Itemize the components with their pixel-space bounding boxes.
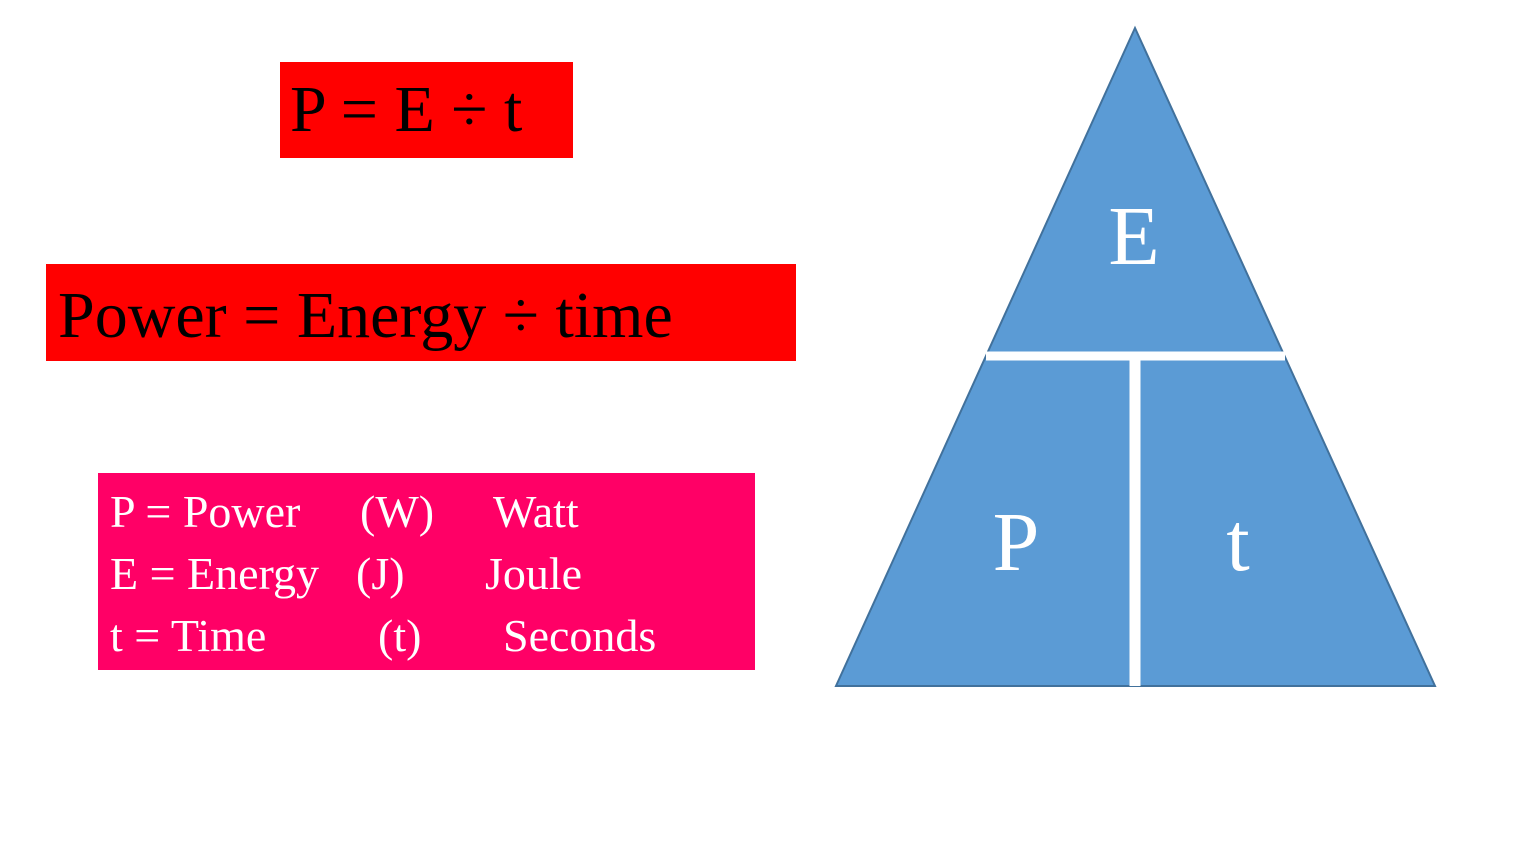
legend-row-energy: E = Energy (J) Joule <box>110 547 755 609</box>
formula-short-box: P = E ÷ t <box>280 62 573 158</box>
formula-short-text: P = E ÷ t <box>290 73 523 146</box>
legend-symbol: (J) <box>356 548 405 599</box>
triangle-top-letter: E <box>1108 190 1159 283</box>
triangle-bottom-left-letter: P <box>993 496 1040 589</box>
legend-symbol: (t) <box>378 610 422 661</box>
units-legend-box: P = Power (W) Watt E = Energy (J) Joule … <box>98 473 755 670</box>
formula-long-box: Power = Energy ÷ time <box>46 264 796 361</box>
legend-row-time: t = Time (t) Seconds <box>110 609 755 671</box>
legend-unit: Joule <box>485 548 583 599</box>
triangle-bottom-right-letter: t <box>1226 496 1249 589</box>
legend-definition: E = Energy <box>110 548 320 599</box>
formula-long-text: Power = Energy ÷ time <box>58 279 673 352</box>
legend-unit: Seconds <box>503 610 657 661</box>
legend-symbol: (W) <box>360 486 435 537</box>
legend-row-power: P = Power (W) Watt <box>110 485 755 547</box>
legend-definition: P = Power <box>110 486 301 537</box>
legend-definition: t = Time <box>110 610 267 661</box>
legend-unit: Watt <box>493 486 579 537</box>
